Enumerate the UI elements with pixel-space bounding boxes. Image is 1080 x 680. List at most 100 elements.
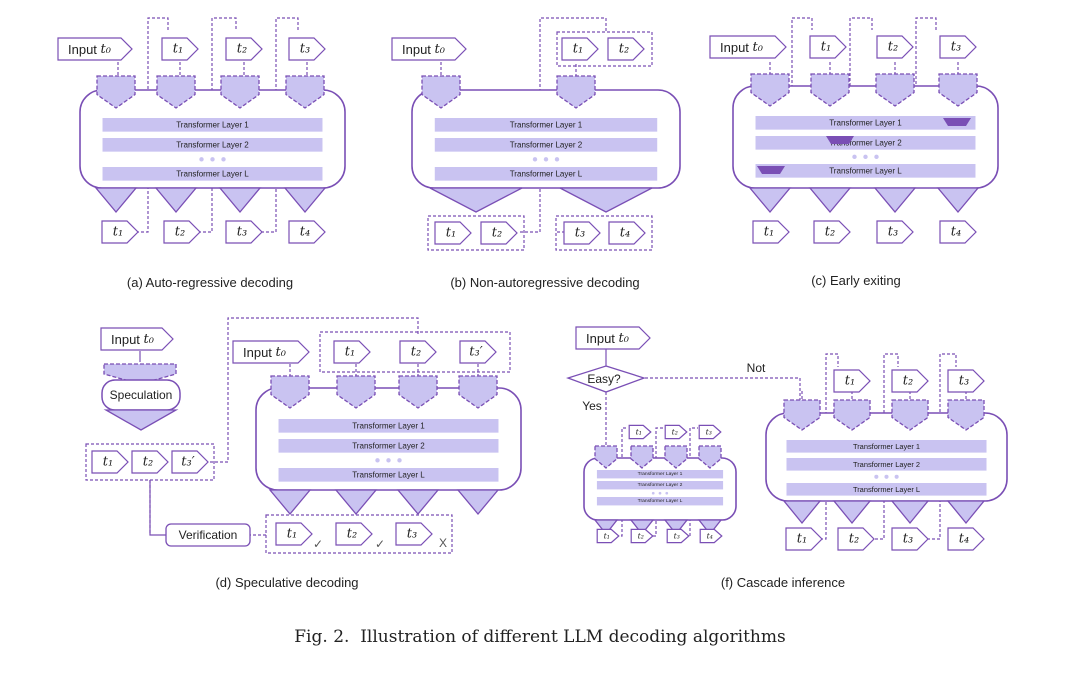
input-t0: t₀: [276, 345, 287, 360]
token-a-out2: [225, 37, 263, 61]
token-a-r3-text: t₃: [237, 225, 247, 240]
transformer-layer-bar: [102, 138, 323, 152]
token-f-l-out3: [947, 369, 985, 393]
embedding-head: [698, 445, 722, 469]
output-head: [268, 489, 312, 516]
token-c-r1: [752, 220, 790, 244]
token-f-l-out1-text: t₁: [845, 374, 855, 389]
transformer-layer-label: Transformer Layer L: [829, 167, 902, 176]
token-b-out2-text: t₂: [619, 42, 629, 57]
transformer-layer-bar: [596, 470, 724, 479]
token-c-r2: [813, 220, 851, 244]
transformer-layer-bar: [755, 164, 976, 178]
input-t0: t₀: [619, 331, 630, 346]
output-head: [890, 500, 930, 525]
accept-check: ✓: [375, 537, 385, 551]
transformer-layer-bar: [278, 468, 499, 482]
input-prefix: Input: [402, 42, 435, 57]
connector-line: [210, 317, 419, 463]
token-a-out1: [161, 37, 199, 61]
token-d-out3-text: t₃′: [469, 345, 482, 360]
connector-line: [149, 480, 166, 536]
transformer-layer-label: Transformer Layer L: [638, 498, 683, 504]
embedding-head: [270, 375, 310, 409]
token-d-draft1-text: t₁: [103, 455, 113, 470]
token-a-out2-text: t₂: [237, 42, 247, 57]
transformer-layer-label: Transformer Layer 2: [176, 141, 249, 150]
token-f-s-r4: [699, 528, 723, 544]
transformer-layer-bar: [596, 497, 724, 506]
token-group-b-left: [427, 215, 525, 251]
embedding-head: [810, 73, 850, 107]
transformer-layer-bar: [278, 439, 499, 453]
token-b-r1: [434, 221, 472, 245]
transformer-layer-bar: [596, 481, 724, 490]
token-b-r4-text: t₄: [620, 226, 630, 241]
transformer-layer-label: Transformer Layer 2: [510, 141, 583, 150]
caption-layer: (a) Auto-regressive decoding (b) Non-aut…: [127, 273, 901, 647]
transformer-layer-label: Transformer Layer 1: [176, 121, 249, 130]
token-d-out2: [399, 340, 437, 364]
transformer-layer-label: Transformer Layer L: [352, 471, 425, 480]
transformer-layer-bar: [102, 167, 323, 181]
transformer-layer-label: Transformer Layer L: [176, 170, 249, 179]
token-d-v3-text: t₃: [407, 527, 417, 542]
token-d-v3: [395, 522, 433, 546]
input-token-text: Input t₀: [586, 331, 630, 346]
transformer-layer-bar: [755, 136, 976, 150]
token-f-s-r3: [666, 528, 690, 544]
embedding-head: [938, 73, 978, 107]
exit-mark: [757, 166, 785, 174]
token-b-r1-text: t₁: [446, 226, 456, 241]
output-head: [832, 500, 872, 525]
token-a-r1-text: t₁: [113, 225, 123, 240]
transformer-layer-label: Transformer Layer 1: [638, 471, 683, 477]
output-head: [782, 500, 822, 525]
output-head: [936, 187, 980, 214]
token-d-out1: [333, 340, 371, 364]
token-c-out3-text: t₃: [951, 40, 961, 55]
token-c-out2: [876, 35, 914, 59]
ellipsis-dot: [543, 157, 549, 162]
input-t0: t₀: [435, 42, 446, 57]
output-head: [748, 187, 792, 214]
transformer-layer-label: Transformer Layer 1: [510, 121, 583, 130]
caption-f: (f) Cascade inference: [721, 575, 845, 590]
output-head: [946, 500, 986, 525]
yes-label: Yes: [582, 399, 602, 413]
input-prefix: Input: [111, 332, 144, 347]
token-f-l-out2: [891, 369, 929, 393]
embedding-head: [458, 375, 498, 409]
embedding-head: [664, 445, 688, 469]
token-b-r2-text: t₂: [492, 226, 502, 241]
token-f-l-r4: [947, 527, 985, 551]
transformer-layer-bar: [102, 118, 323, 132]
ellipsis-dot: [375, 458, 380, 463]
output-head: [629, 519, 655, 536]
token-f-s-out1-text: t₁: [636, 428, 642, 437]
ellipsis-dot: [397, 458, 402, 463]
token-f-l-r3: [891, 527, 929, 551]
ellipsis-dot: [386, 458, 391, 463]
embedding-head: [947, 399, 985, 431]
input-token-text: Input t₀: [111, 332, 155, 347]
caption-b: (b) Non-autoregressive decoding: [450, 275, 639, 290]
token-a-r3: [225, 220, 263, 244]
ellipsis-dot: [532, 157, 538, 162]
input-token-f: [575, 326, 651, 350]
token-c-out3: [939, 35, 977, 59]
connector-line: [640, 377, 801, 400]
ellipsis-dot: [658, 491, 662, 495]
input-token-a: [57, 37, 133, 61]
token-f-l-r3-text: t₃: [903, 532, 913, 547]
output-head: [94, 187, 138, 214]
embedding-head: [833, 399, 871, 431]
token-a-r4: [288, 220, 326, 244]
embedding-head: [156, 75, 196, 109]
output-head: [697, 519, 723, 536]
ellipsis-dot: [651, 491, 655, 495]
output-head: [218, 187, 262, 214]
token-f-l-r2-text: t₂: [849, 532, 859, 547]
token-f-l-r1: [785, 527, 823, 551]
ellipsis-dot: [210, 157, 215, 162]
